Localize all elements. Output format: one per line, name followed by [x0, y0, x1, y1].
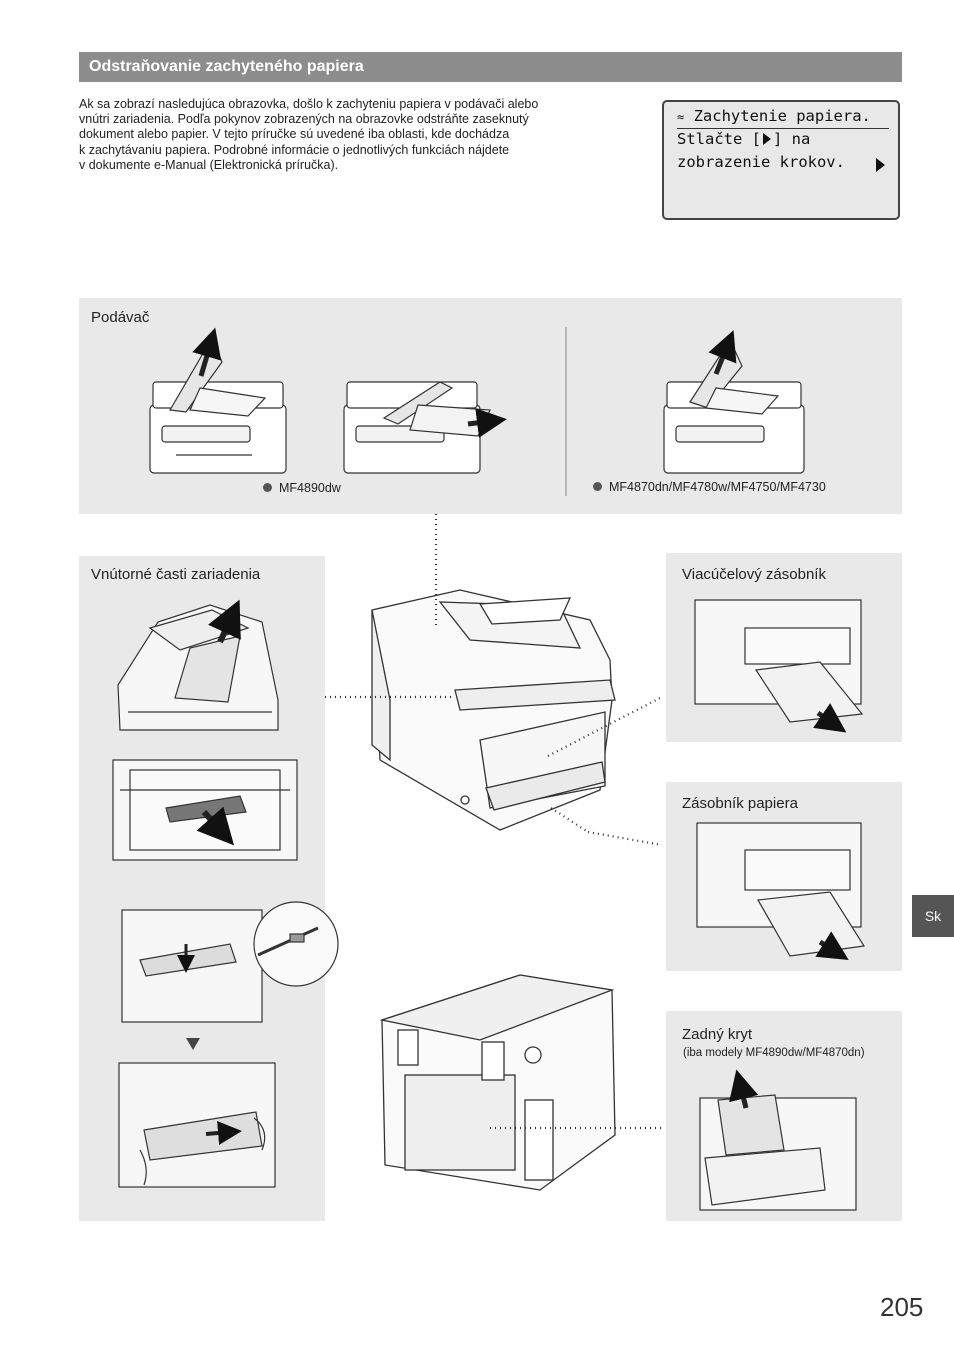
main-printer-illustration [371, 589, 616, 831]
rear-cover-illustration [699, 1094, 857, 1211]
feeder-printer-illustration-2 [343, 381, 491, 474]
rear-printer-illustration [379, 974, 616, 1191]
intro-line: v dokumente e-Manual (Elektronická príru… [79, 157, 339, 172]
feeder-printer-illustration-3 [663, 338, 805, 474]
next-arrow-icon [876, 158, 885, 172]
intro-paragraph: Ak sa zobrazí nasledujúca obrazovka, doš… [79, 97, 624, 173]
right-arrow-icon [205, 1121, 242, 1145]
intro-line: k zachytávaniu papiera. Podrobné informá… [79, 142, 510, 157]
up-arrow-icon [192, 327, 222, 377]
rear-cover-note: (iba modely MF4890dw/MF4870dn) [683, 1047, 865, 1059]
inside-illustration-4 [118, 1062, 276, 1188]
right-arrow-icon [763, 133, 771, 145]
lcd-divider [677, 128, 889, 129]
model-label-a: MF4890dw [263, 481, 341, 495]
lcd-screen: ≈ Zachytenie papiera. Stlačte [ ] na zobr… [662, 100, 900, 220]
lcd-line-2-post: ] na [773, 130, 811, 148]
up-arrow-icon [729, 1069, 759, 1109]
down-arrow-icon [196, 806, 235, 846]
feeder-label: Podávač [91, 309, 150, 326]
paper-jam-icon: ≈ [677, 110, 685, 124]
inside-illustration-1 [117, 604, 279, 731]
down-arrow-icon [813, 703, 847, 733]
language-tab: Sk [912, 895, 954, 937]
model-label-b: MF4870dn/MF4780w/MF4750/MF4730 [593, 480, 826, 494]
step-arrow-icon [186, 1038, 200, 1050]
inside-label: Vnútorné časti zariadenia [91, 566, 261, 583]
bullet-icon [593, 482, 602, 491]
paper-drawer-illustration [696, 822, 866, 957]
down-arrow-icon [815, 931, 849, 960]
inside-illustration-2 [112, 759, 298, 861]
page-number: 205 [880, 1292, 924, 1322]
multipurpose-label: Viacúčelový zásobník [682, 566, 826, 583]
intro-line: Ak sa zobrazí nasledujúca obrazovka, doš… [79, 97, 539, 111]
up-arrow-icon [708, 330, 737, 375]
intro-line: vnútri zariadenia. Podľa pokynov zobraze… [79, 112, 529, 127]
connector-lines [325, 514, 665, 1130]
inside-illustration-3 [121, 901, 339, 1023]
lcd-line-2-pre: Stlačte [ [677, 130, 761, 148]
section-title: Odstraňovanie zachyteného papiera [79, 52, 902, 82]
right-arrow-icon [467, 407, 507, 438]
bullet-icon [263, 483, 272, 492]
feeder-printer-illustration-1 [149, 336, 287, 474]
paper-drawer-label: Zásobník papiera [682, 795, 798, 812]
multipurpose-illustration [694, 599, 864, 723]
lcd-line-1: Zachytenie papiera. [693, 107, 871, 125]
lcd-line-3: zobrazenie krokov. [677, 153, 845, 171]
up-arrow-icon [208, 599, 241, 644]
intro-line: dokument alebo papier. V tejto príručke … [79, 127, 510, 142]
rear-cover-label: Zadný kryt [682, 1026, 753, 1043]
